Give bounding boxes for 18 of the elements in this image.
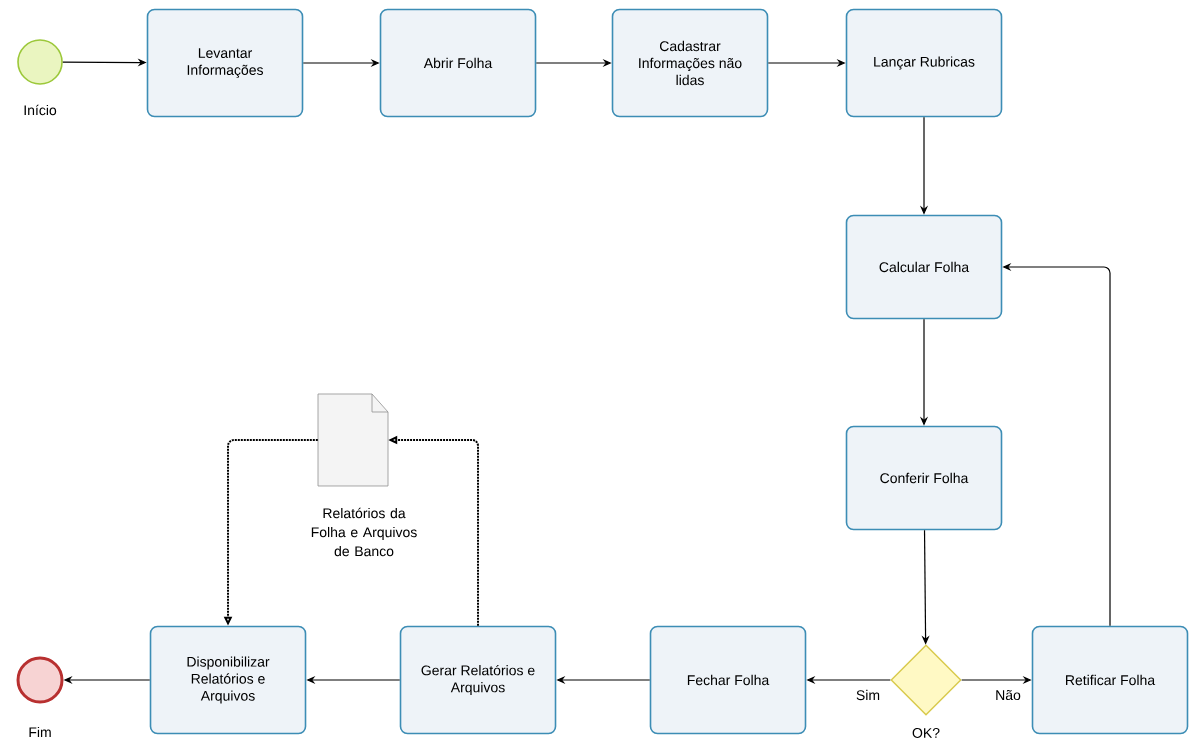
event-circle bbox=[16, 656, 64, 704]
node-caption: Início bbox=[24, 104, 57, 116]
process-box: Conferir Folha bbox=[845, 425, 1003, 531]
process-box: Calcular Folha bbox=[845, 214, 1003, 320]
node-caption: Fim bbox=[29, 726, 51, 738]
process-box: Gerar Relatórios e Arquivos bbox=[399, 625, 557, 735]
gateway-diamond bbox=[890, 644, 962, 716]
node-caption: OK? bbox=[912, 728, 940, 738]
process-box: Levantar Informações bbox=[146, 8, 304, 118]
process-box: Lançar Rubricas bbox=[845, 8, 1003, 118]
event-circle bbox=[17, 39, 63, 85]
process-box: Cadastrar Informações não lidas bbox=[611, 8, 769, 118]
process-box: Disponibilizar Relatórios e Arquivos bbox=[149, 625, 307, 735]
process-box: Fechar Folha bbox=[649, 625, 807, 735]
process-box: Abrir Folha bbox=[379, 8, 537, 118]
document-icon bbox=[317, 393, 389, 487]
node-caption: Relatórios da Folha e Arquivos de Banco bbox=[311, 507, 417, 557]
process-box: Retificar Folha bbox=[1031, 625, 1189, 735]
